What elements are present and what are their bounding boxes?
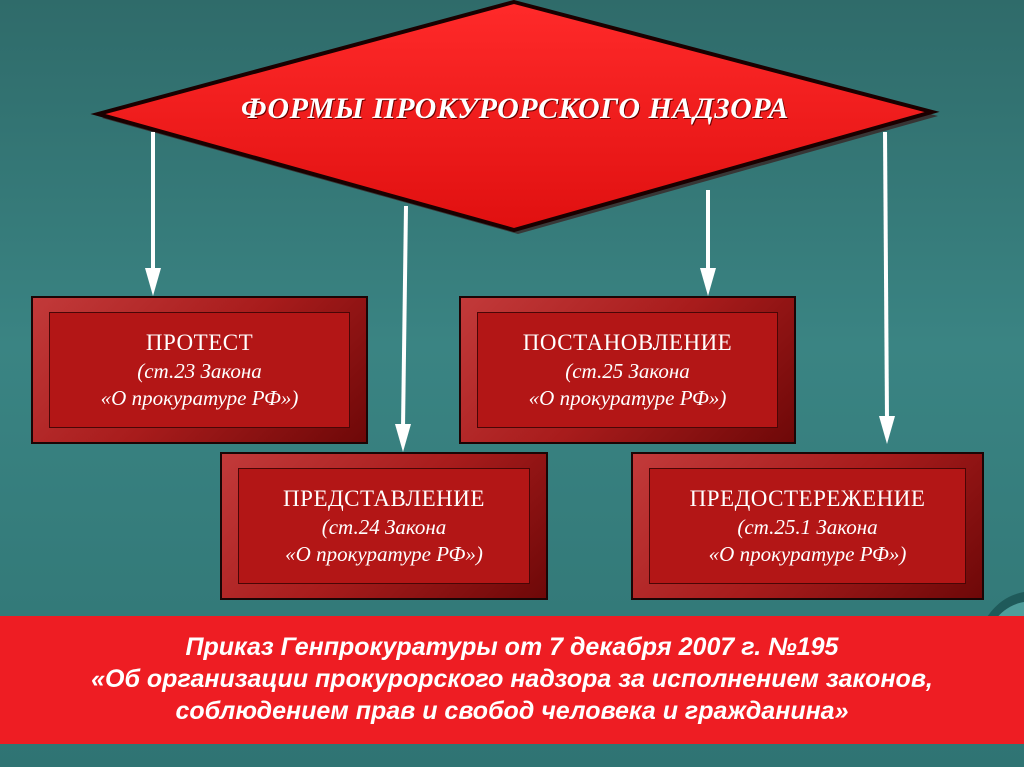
arrow-to-predstavlenie bbox=[395, 205, 411, 452]
decorative-wave-shape bbox=[985, 592, 1024, 620]
arrow-to-postanovlenie bbox=[700, 190, 716, 296]
box-predosterezhenie: ПРЕДОСТЕРЕЖЕНИЕ (ст.25.1 Закона «О проку… bbox=[631, 452, 984, 600]
box-protest: ПРОТЕСТ (ст.23 Закона «О прокуратуре РФ»… bbox=[31, 296, 368, 444]
box-protest-law: «О прокуратуре РФ») bbox=[100, 385, 299, 410]
box-predosterezhenie-title: ПРЕДОСТЕРЕЖЕНИЕ bbox=[689, 486, 926, 512]
box-postanovlenie: ПОСТАНОВЛЕНИЕ (ст.25 Закона «О прокурату… bbox=[459, 296, 796, 444]
box-protest-article: (ст.23 Закона bbox=[137, 358, 262, 383]
banner-line-order: Приказ Генпрокуратуры от 7 декабря 2007 … bbox=[185, 633, 839, 662]
banner-line-subject-cont: соблюдением прав и свобод человека и гра… bbox=[175, 696, 849, 725]
order-reference-banner: Приказ Генпрокуратуры от 7 декабря 2007 … bbox=[0, 616, 1024, 744]
arrow-to-protest bbox=[145, 132, 161, 296]
box-predstavlenie: ПРЕДСТАВЛЕНИЕ (ст.24 Закона «О прокурату… bbox=[220, 452, 548, 600]
box-predstavlenie-content: ПРЕДСТАВЛЕНИЕ (ст.24 Закона «О прокурату… bbox=[238, 468, 530, 584]
arrow-to-predosterezhenie bbox=[879, 131, 895, 444]
box-protest-content: ПРОТЕСТ (ст.23 Закона «О прокуратуре РФ»… bbox=[49, 312, 350, 428]
box-postanovlenie-content: ПОСТАНОВЛЕНИЕ (ст.25 Закона «О прокурату… bbox=[477, 312, 778, 428]
box-predstavlenie-article: (ст.24 Закона bbox=[321, 514, 447, 539]
banner-line-subject: «Об организации прокурорского надзора за… bbox=[91, 665, 933, 694]
title-diamond bbox=[90, 0, 940, 233]
diagram-title: ФОРМЫ ПРОКУРОРСКОГО НАДЗОРА bbox=[241, 92, 789, 125]
box-predstavlenie-title: ПРЕДСТАВЛЕНИЕ bbox=[283, 486, 485, 512]
box-predosterezhenie-content: ПРЕДОСТЕРЕЖЕНИЕ (ст.25.1 Закона «О проку… bbox=[649, 468, 966, 584]
box-predosterezhenie-article: (ст.25.1 Закона bbox=[737, 514, 878, 539]
box-protest-title: ПРОТЕСТ bbox=[145, 330, 254, 356]
box-postanovlenie-law: «О прокуратуре РФ») bbox=[528, 385, 727, 410]
box-predstavlenie-law: «О прокуратуре РФ») bbox=[285, 541, 483, 566]
box-postanovlenie-article: (ст.25 Закона bbox=[565, 358, 690, 383]
box-postanovlenie-title: ПОСТАНОВЛЕНИЕ bbox=[522, 330, 733, 356]
box-predosterezhenie-law: «О прокуратуре РФ») bbox=[708, 541, 907, 566]
